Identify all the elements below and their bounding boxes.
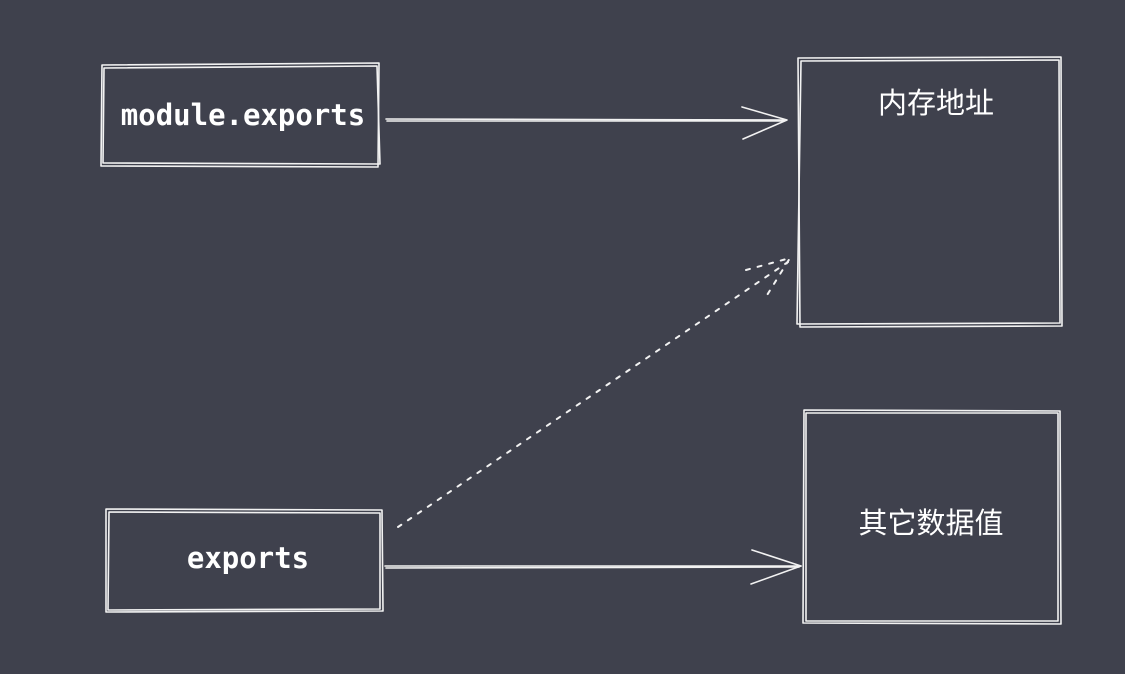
module-exports-node: module.exports	[100, 62, 381, 168]
other-data-node: 其它数据值	[802, 409, 1062, 625]
exports-label: exports	[187, 541, 309, 575]
arrow-exports-to-memory-dashed	[397, 256, 793, 528]
memory-address-node: 内存地址	[796, 56, 1063, 328]
arrow-module-exports-to-memory	[385, 106, 788, 140]
memory-address-label: 内存地址	[878, 86, 994, 120]
module-exports-label: module.exports	[121, 98, 365, 132]
other-data-label: 其它数据值	[858, 506, 1003, 540]
exports-node: exports	[105, 508, 384, 613]
arrow-exports-to-other-data	[384, 549, 802, 585]
